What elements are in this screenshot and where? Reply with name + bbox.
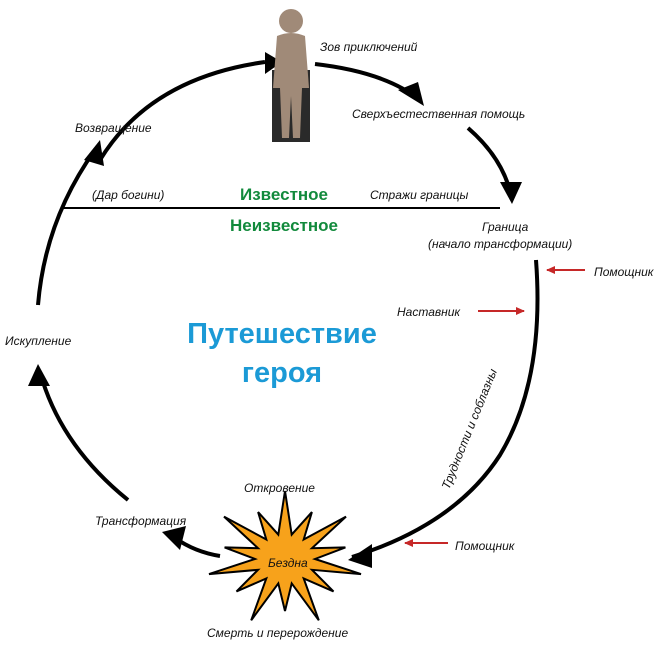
arc-transformation-to-atonement — [38, 371, 130, 502]
helper-arrows — [404, 266, 585, 547]
arrowhead-to-return — [84, 140, 104, 166]
call-to-adventure-label: Зов приключений — [320, 40, 418, 54]
goddess-gift-label: (Дар богини) — [92, 188, 164, 202]
arrowhead-to-hero — [265, 52, 282, 74]
unknown-zone-label: Неизвестное — [230, 216, 338, 235]
helper-top-label: Помощник — [594, 265, 655, 279]
revelation-label: Откровение — [244, 481, 315, 495]
challenges-label: Трудности и соблазны — [439, 367, 500, 492]
diagram-title-line1: Путешествие — [187, 318, 377, 350]
arc-threshold-to-abyss — [351, 259, 540, 559]
person-figure-icon — [272, 9, 310, 142]
arc-return-to-call — [98, 60, 266, 162]
known-zone-label: Известное — [240, 185, 328, 204]
arc-atonement-to-return — [36, 148, 97, 306]
arrowhead-to-transformation — [162, 526, 186, 550]
arc-call-to-aid — [314, 62, 422, 102]
diagram-title-line2: героя — [242, 357, 322, 389]
helper-bottom-label: Помощник — [455, 539, 516, 553]
journey-cycle — [36, 60, 540, 559]
threshold-subtitle-label: (начало трансформации) — [428, 237, 572, 251]
threshold-label: Граница — [482, 220, 529, 234]
supernatural-aid-label: Сверхъестественная помощь — [352, 107, 525, 121]
arrowhead-to-atonement — [28, 364, 50, 386]
threshold-guardians-label: Стражи границы — [370, 188, 469, 202]
arrowhead-to-aid — [398, 82, 424, 106]
abyss-label: Бездна — [268, 556, 308, 570]
atonement-label: Искупление — [5, 334, 72, 348]
mentor-label: Наставник — [397, 305, 461, 319]
arrowhead-to-threshold — [500, 182, 522, 204]
transformation-label: Трансформация — [95, 514, 187, 528]
return-label: Возвращение — [75, 121, 152, 135]
cycle-arrowheads — [28, 52, 522, 568]
death-rebirth-label: Смерть и перерождение — [207, 626, 348, 640]
starburst-icon — [208, 490, 362, 621]
arrowhead-to-abyss — [348, 544, 372, 568]
